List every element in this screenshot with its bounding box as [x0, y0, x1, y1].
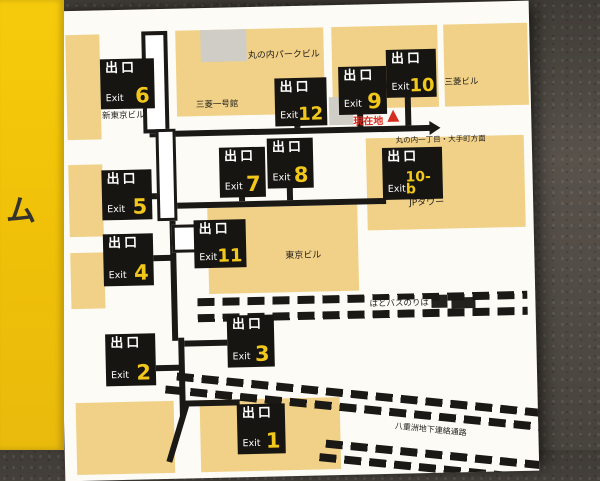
label-mitsubishi-ichigokan: 三菱一号館 [195, 99, 239, 111]
exit-en-label: Exit [199, 251, 218, 263]
exit-number: 2 [136, 360, 152, 385]
exit-en-label: Exit [232, 350, 251, 363]
label-shin-tokyo-bldg: 新東京ビル [102, 110, 145, 122]
passage-channel-mid [155, 128, 178, 222]
exit-en-label: Exit [280, 109, 299, 121]
exit-jp-label: 出口 [106, 171, 139, 188]
corridor-branch-exit3 [184, 339, 228, 347]
exit-en-label: Exit [107, 203, 126, 215]
pillar-text: ム [6, 194, 36, 229]
label-yaesu-passage: 八重洲地下連絡通路 [392, 421, 469, 438]
label-mitsubishi-bldg: 三菱ビル [444, 76, 479, 88]
building-gray-top [200, 29, 247, 63]
label-hato-bus-stop: はとバスのりば [367, 298, 432, 311]
exit-en-label: Exit [108, 269, 127, 281]
exit-number: 8 [293, 162, 309, 188]
exit-jp-label: 出口 [390, 51, 424, 67]
exit-jp-label: 出口 [107, 235, 141, 252]
label-marunouchi-park: 丸の内パークビル [247, 49, 320, 62]
corridor-main-eastwest [149, 124, 432, 138]
corridor-branch-exit4 [153, 254, 174, 262]
label-tokyo-bldg: 東京ビル [285, 250, 322, 262]
exit-box-5: 出口 Exit 5 [101, 169, 153, 221]
exit-jp-label: 出口 [231, 316, 265, 333]
exit-number: 6 [134, 83, 150, 108]
map-content: 八重洲地下連絡通路 丸の内パークビル 三菱一号館 三菱ビル 新東京ビル JPタワ… [55, 1, 540, 481]
exit-number: 3 [254, 341, 270, 367]
current-location-triangle-icon [387, 109, 400, 122]
exit-number: 5 [132, 194, 148, 219]
exit-en-label: Exit [224, 180, 243, 193]
exit-en-label: Exit [105, 92, 124, 104]
building-block-left-mid2 [70, 252, 106, 310]
exit-en-label: Exit [387, 183, 406, 195]
exit-jp-label: 出口 [343, 68, 376, 84]
diagonal-passage-group: 八重洲地下連絡通路 [153, 365, 540, 481]
exit-jp-label: 出口 [223, 148, 257, 165]
exit-box-6: 出口 Exit 6 [99, 58, 155, 110]
exit-en-label: Exit [110, 369, 130, 381]
exit-box-4: 出口 Exit 4 [102, 233, 154, 287]
exit-number: 10-b [405, 168, 432, 198]
map-panel: 八重洲地下連絡通路 丸の内パークビル 三菱一号館 三菱ビル 新東京ビル JPタワ… [54, 0, 540, 481]
exit-number: 11 [217, 245, 243, 267]
yellow-pillar: ム [0, 0, 64, 450]
exit-number: 12 [297, 103, 324, 125]
exit-jp-label: 出口 [198, 221, 231, 238]
exit-en-label: Exit [272, 171, 291, 184]
exit-jp-label: 出口 [271, 139, 305, 156]
exit-en-label: Exit [343, 98, 363, 110]
building-block-left-top [65, 34, 102, 141]
exit-jp-label: 出口 [386, 149, 420, 165]
exit-en-label: Exit [242, 437, 261, 449]
exit-jp-label: 出口 [110, 335, 143, 352]
exit-box-1: 出口 Exit 1 [236, 403, 286, 455]
exit-number: 7 [245, 171, 261, 197]
exit-number: 10 [409, 74, 435, 97]
exit-box-2: 出口 Exit 2 [105, 333, 157, 387]
exit-number: 9 [366, 89, 383, 114]
exit-jp-label: 出口 [104, 60, 138, 77]
building-block-left-mid1 [68, 164, 104, 238]
exit-en-label: Exit [391, 81, 410, 93]
exit-jp-label: 出口 [279, 79, 312, 96]
exit-number: 1 [265, 428, 281, 453]
direction-label: 丸の内一丁目・大手町方面 [395, 133, 486, 145]
exit-number: 4 [133, 260, 149, 285]
exit-jp-label: 出口 [241, 405, 275, 422]
building-mitsubishi [443, 22, 529, 107]
